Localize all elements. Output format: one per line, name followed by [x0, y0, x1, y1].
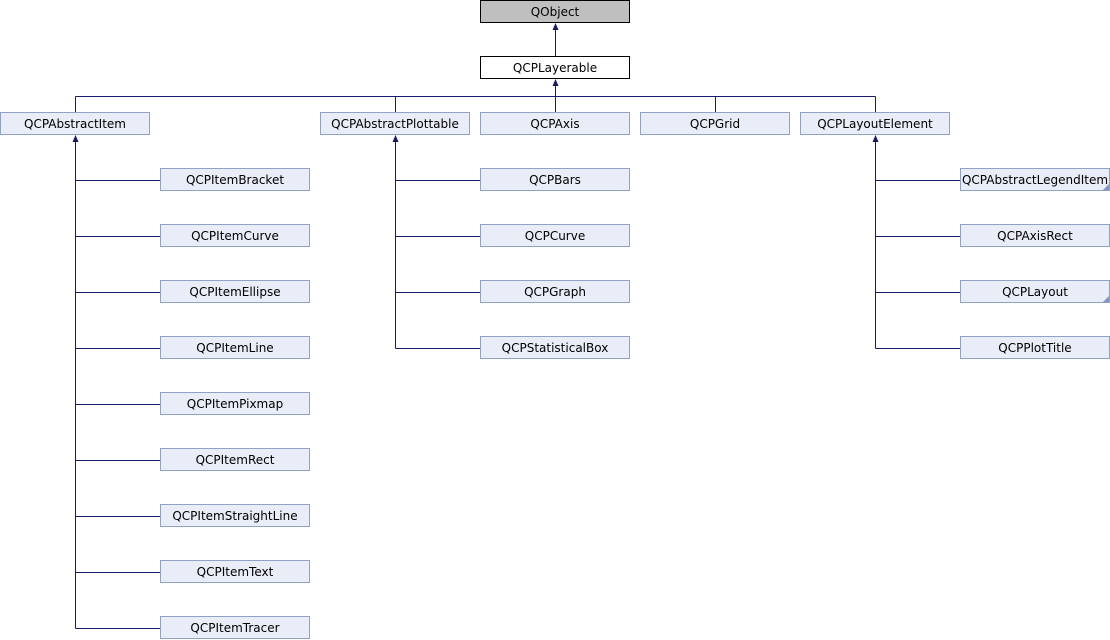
node-qcpplottitle[interactable]: QCPPlotTitle	[960, 336, 1110, 359]
node-qcpitemtext[interactable]: QCPItemText	[160, 560, 310, 583]
node-qcpitemtracer[interactable]: QCPItemTracer	[160, 616, 310, 639]
arrowhead-qcpabstractplottable	[392, 135, 399, 142]
node-qcpabstractplottable[interactable]: QCPAbstractPlottable	[320, 112, 470, 135]
node-qcplayerable[interactable]: QCPLayerable	[480, 56, 630, 79]
more-subclasses-fold-icon	[1103, 296, 1109, 302]
node-qobject: QObject	[480, 0, 630, 23]
node-qcpaxisrect[interactable]: QCPAxisRect	[960, 224, 1110, 247]
node-qcpabstractitem[interactable]: QCPAbstractItem	[0, 112, 150, 135]
node-qcpaxis[interactable]: QCPAxis	[480, 112, 630, 135]
node-qcpbars[interactable]: QCPBars	[480, 168, 630, 191]
arrowhead-qcplayoutelement	[872, 135, 879, 142]
node-qcpitembracket[interactable]: QCPItemBracket	[160, 168, 310, 191]
node-qcpitemline[interactable]: QCPItemLine	[160, 336, 310, 359]
node-qcpitemellipse[interactable]: QCPItemEllipse	[160, 280, 310, 303]
arrowhead-qcplayerable	[552, 79, 559, 86]
node-qcpcurve[interactable]: QCPCurve	[480, 224, 630, 247]
node-qcpstatisticalbox[interactable]: QCPStatisticalBox	[480, 336, 630, 359]
node-qcpitemstraightline[interactable]: QCPItemStraightLine	[160, 504, 310, 527]
node-qcpitemrect[interactable]: QCPItemRect	[160, 448, 310, 471]
node-label: QCPLayout	[1002, 285, 1068, 299]
node-qcpitempixmap[interactable]: QCPItemPixmap	[160, 392, 310, 415]
node-qcpgrid[interactable]: QCPGrid	[640, 112, 790, 135]
node-qcplayout[interactable]: QCPLayout	[960, 280, 1110, 303]
more-subclasses-fold-icon	[1103, 184, 1109, 190]
node-qcpabstractlegenditem[interactable]: QCPAbstractLegendItem	[960, 168, 1110, 191]
arrowhead-qobject	[552, 23, 559, 30]
node-label: QCPAbstractLegendItem	[961, 173, 1109, 187]
node-qcpgraph[interactable]: QCPGraph	[480, 280, 630, 303]
node-qcpitemcurve[interactable]: QCPItemCurve	[160, 224, 310, 247]
node-qcplayoutelement[interactable]: QCPLayoutElement	[800, 112, 950, 135]
arrowhead-qcpabstractitem	[72, 135, 79, 142]
